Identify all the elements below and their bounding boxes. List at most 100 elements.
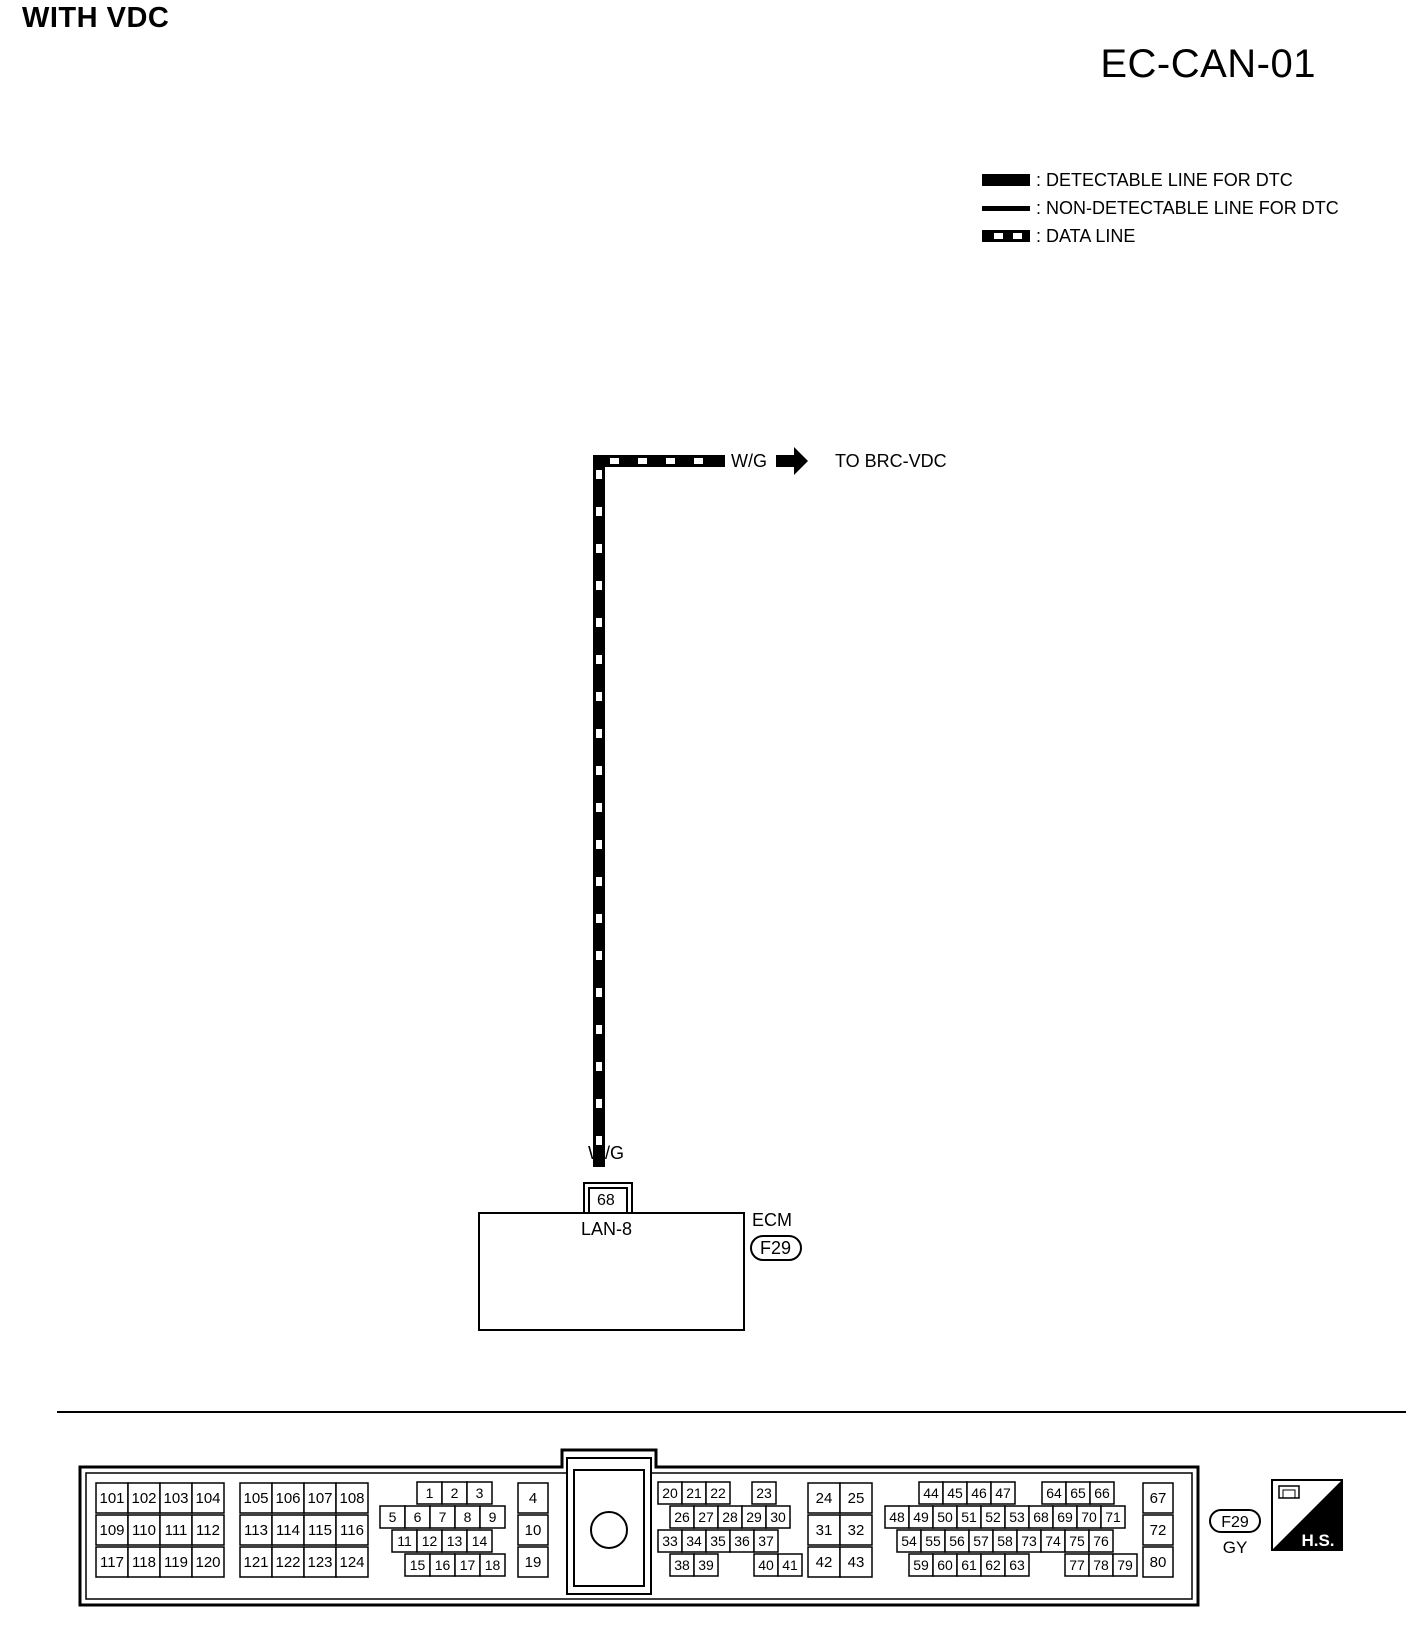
data-line-dash [638,458,647,464]
pin-number: 8 [464,1509,472,1525]
pin-number: 33 [662,1533,678,1549]
pin-cell [765,1505,791,1529]
hs-badge-icon: H.S. [1271,1479,1343,1551]
data-line-dash [596,618,602,627]
pin-number: 124 [339,1554,364,1571]
data-line-dash [596,544,602,553]
data-line-dash [596,581,602,590]
pin-number: 118 [132,1554,156,1571]
pin-number: 35 [710,1533,726,1549]
pin-cell [1088,1529,1114,1553]
pin-number: 58 [997,1533,1013,1549]
pin-number: 13 [447,1533,463,1549]
pin-number: 123 [307,1554,332,1571]
data-line-dash [596,988,602,997]
pin-number: 41 [782,1557,798,1573]
data-line-dash [596,951,602,960]
pin-number: 55 [925,1533,941,1549]
pin-cell [271,1482,305,1514]
pin-number: 31 [816,1522,833,1539]
terminal-number: 68 [597,1192,615,1209]
pin-number: 27 [698,1509,714,1525]
pin-number: 68 [1033,1509,1049,1525]
pin-number: 113 [244,1522,268,1539]
pin-number: 51 [961,1509,977,1525]
pin-number: 6 [414,1509,422,1525]
data-line-swatch [982,230,1030,242]
wire-color-label-top: W/G [731,451,767,471]
connector-color-label: GY [1223,1538,1248,1557]
pin-cell [517,1546,549,1578]
data-line-dash [596,803,602,812]
pin-cell [239,1482,273,1514]
pin-cell [839,1546,873,1578]
pin-number: 14 [472,1533,488,1549]
pin-cell [303,1482,337,1514]
pin-cell [1142,1514,1174,1546]
pin-number: 122 [275,1554,300,1571]
data-line-dash [596,914,602,923]
pin-number: 10 [525,1522,542,1539]
pin-cell [335,1514,369,1546]
pin-cell [191,1546,225,1578]
pin-number: 102 [131,1490,156,1507]
pin-cell [479,1505,506,1529]
data-line-dash [596,655,602,664]
pin-number: 101 [99,1490,124,1507]
pin-number: 73 [1021,1533,1037,1549]
data-line-dash [596,1136,602,1145]
pin-cell [705,1481,731,1505]
pin-number: 117 [100,1554,124,1571]
component-label: ECM [752,1210,792,1230]
pin-cell [271,1546,305,1578]
pin-cell [466,1481,493,1505]
legend-data-line: : DATA LINE [980,225,1135,247]
pin-cell [159,1482,193,1514]
pin-number: 24 [816,1490,833,1507]
data-line-dash [694,458,703,464]
pin-number: 112 [196,1522,220,1539]
lock-hole-icon [590,1511,628,1549]
pin-number: 121 [243,1554,268,1571]
pin-number: 1 [426,1485,434,1501]
pin-number: 119 [164,1554,188,1571]
pin-cell [839,1482,873,1514]
pin-number: 30 [770,1509,786,1525]
pin-number: 71 [1105,1509,1121,1525]
pin-number: 60 [937,1557,953,1573]
detectable-line-swatch [982,174,1030,186]
legend-detectable: : DETECTABLE LINE FOR DTC [980,169,1293,191]
data-line-dash [596,1025,602,1034]
pin-number: 63 [1009,1557,1025,1573]
pin-number: 15 [410,1557,426,1573]
pin-number: 46 [971,1485,987,1501]
data-line-dash [596,729,602,738]
pin-number: 34 [686,1533,702,1549]
pin-number: 19 [525,1554,542,1571]
pin-number: 43 [848,1554,865,1571]
pin-cell [1142,1546,1174,1578]
pin-number: 45 [947,1485,963,1501]
pin-cell [191,1482,225,1514]
pin-cell [807,1482,841,1514]
pin-number: 80 [1150,1554,1167,1571]
data-line-horizontal [593,455,725,467]
pin-number: 77 [1069,1557,1085,1573]
pin-cell [95,1546,129,1578]
legend-non-detectable-label: : NON-DETECTABLE LINE FOR DTC [1036,197,1339,218]
pin-cell [990,1481,1016,1505]
data-line-dash [596,766,602,775]
pin-cell [127,1546,161,1578]
connector-id-label: F29 [760,1238,792,1258]
data-line-vertical-dashes [596,470,602,1145]
pin-cell [335,1546,369,1578]
pin-number: 38 [674,1557,690,1573]
pin-number: 115 [308,1522,332,1539]
pin-cell [466,1529,493,1553]
pin-number: 17 [460,1557,476,1573]
pin-number: 23 [756,1485,772,1501]
wire-color-label-bottom: W/G [588,1143,624,1163]
pin-number: 39 [698,1557,714,1573]
